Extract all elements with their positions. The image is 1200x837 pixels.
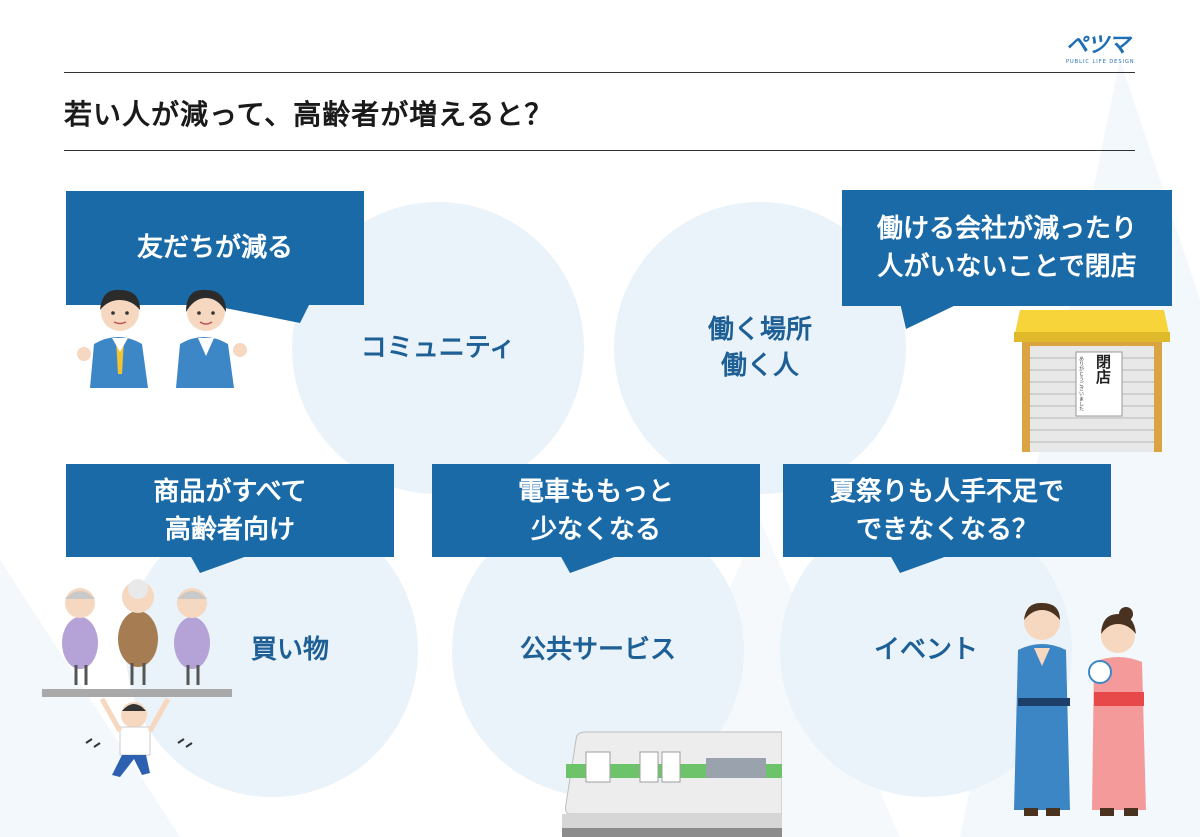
banner-festival: 夏祭りも人手不足で できなくなる？ [783, 464, 1111, 557]
label-shopping: 買い物 [250, 635, 329, 665]
page-title: 若い人が減って、高齢者が増えると？ [64, 98, 554, 131]
banner-trains-tail [560, 555, 620, 573]
banner-companies: 働ける会社が減ったり 人がいないことで閉店 [842, 190, 1172, 306]
brand-logo-tagline: PUBLIC LIFE DESIGN [1066, 59, 1135, 65]
banner-products-line2: 高齢者向け [164, 514, 295, 545]
banner-products: 商品がすべて 高齢者向け [66, 464, 394, 557]
label-work: 働く場所 働く人 [614, 312, 906, 384]
brand-logo: ペツマ PUBLIC LIFE DESIGN [1066, 34, 1138, 70]
banner-trains: 電車ももっと 少なくなる [432, 464, 760, 557]
banner-festival-line1: 夏祭りも人手不足で [829, 476, 1064, 507]
label-work-line1: 働く場所 [707, 315, 812, 345]
banner-festival-line2: できなくなる？ [855, 514, 1038, 545]
closed-shop-illustration [1014, 310, 1170, 452]
elderly-burden-illustration [42, 579, 232, 777]
banner-companies-tail [900, 303, 960, 329]
banner-trains-line2: 少なくなる [530, 514, 661, 545]
office-workers-illustration [77, 289, 247, 388]
banner-festival-tail [890, 555, 950, 573]
label-community: コミュニティ [360, 333, 516, 363]
banner-companies-line2: 人がいないことで閉店 [877, 252, 1137, 282]
label-work-line2: 働く人 [720, 351, 799, 381]
shop-thanks-note: ありがとうございました [1078, 356, 1084, 411]
banner-friends-line1: 友だちが減る [136, 233, 293, 263]
header-top-rule [64, 72, 1135, 73]
banner-companies-line1: 働ける会社が減ったり [876, 214, 1137, 244]
banner-friends: 友だちが減る [66, 191, 364, 305]
header-bottom-rule [64, 150, 1135, 151]
brand-logo-mark: ペツマ [1066, 33, 1130, 58]
label-event: イベント [873, 635, 978, 665]
banner-trains-line1: 電車ももっと [517, 476, 674, 507]
train-illustration [562, 731, 782, 837]
banner-products-tail [190, 555, 250, 573]
shop-closed-sign: 閉店 [1094, 354, 1112, 384]
banner-friends-tail [200, 303, 310, 323]
yukata-couple-illustration [1014, 602, 1146, 816]
banner-products-line1: 商品がすべて [153, 476, 307, 507]
label-transit: 公共サービス [519, 635, 676, 665]
